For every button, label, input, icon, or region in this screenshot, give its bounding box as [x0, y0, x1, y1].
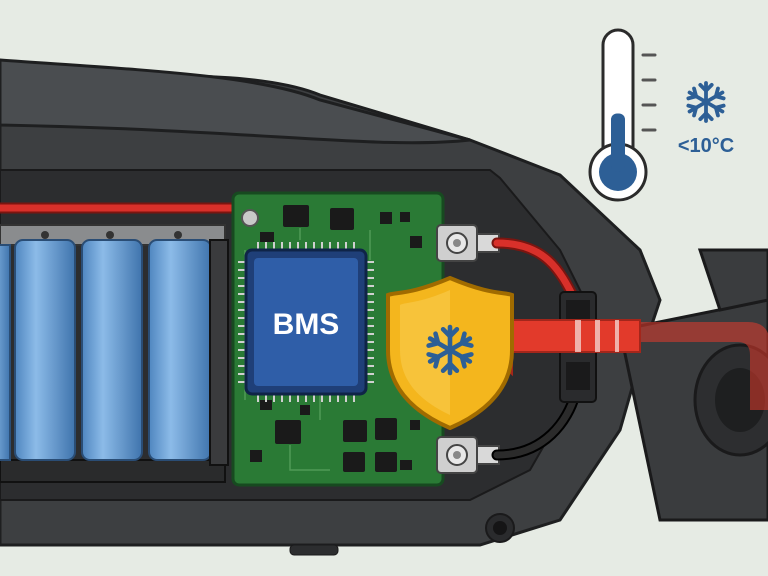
battery-cell	[81, 239, 143, 461]
temperature-threshold-label: <10°C	[678, 135, 734, 157]
charging-port	[618, 248, 768, 522]
battery-cell	[14, 239, 76, 461]
negative-lead	[491, 389, 581, 461]
battery-cell	[0, 244, 11, 461]
positive-terminal	[436, 224, 500, 262]
negative-terminal	[436, 436, 500, 474]
thermometer-icon	[588, 28, 657, 202]
battery-cell	[148, 239, 212, 461]
snowflake-icon	[688, 83, 723, 121]
bms-chip: BMS	[238, 242, 374, 402]
positive-lead	[491, 237, 581, 306]
snowflake-shield-icon	[386, 275, 514, 431]
bms-chip-label: BMS	[273, 308, 340, 341]
battery-cell-pack	[0, 224, 229, 483]
